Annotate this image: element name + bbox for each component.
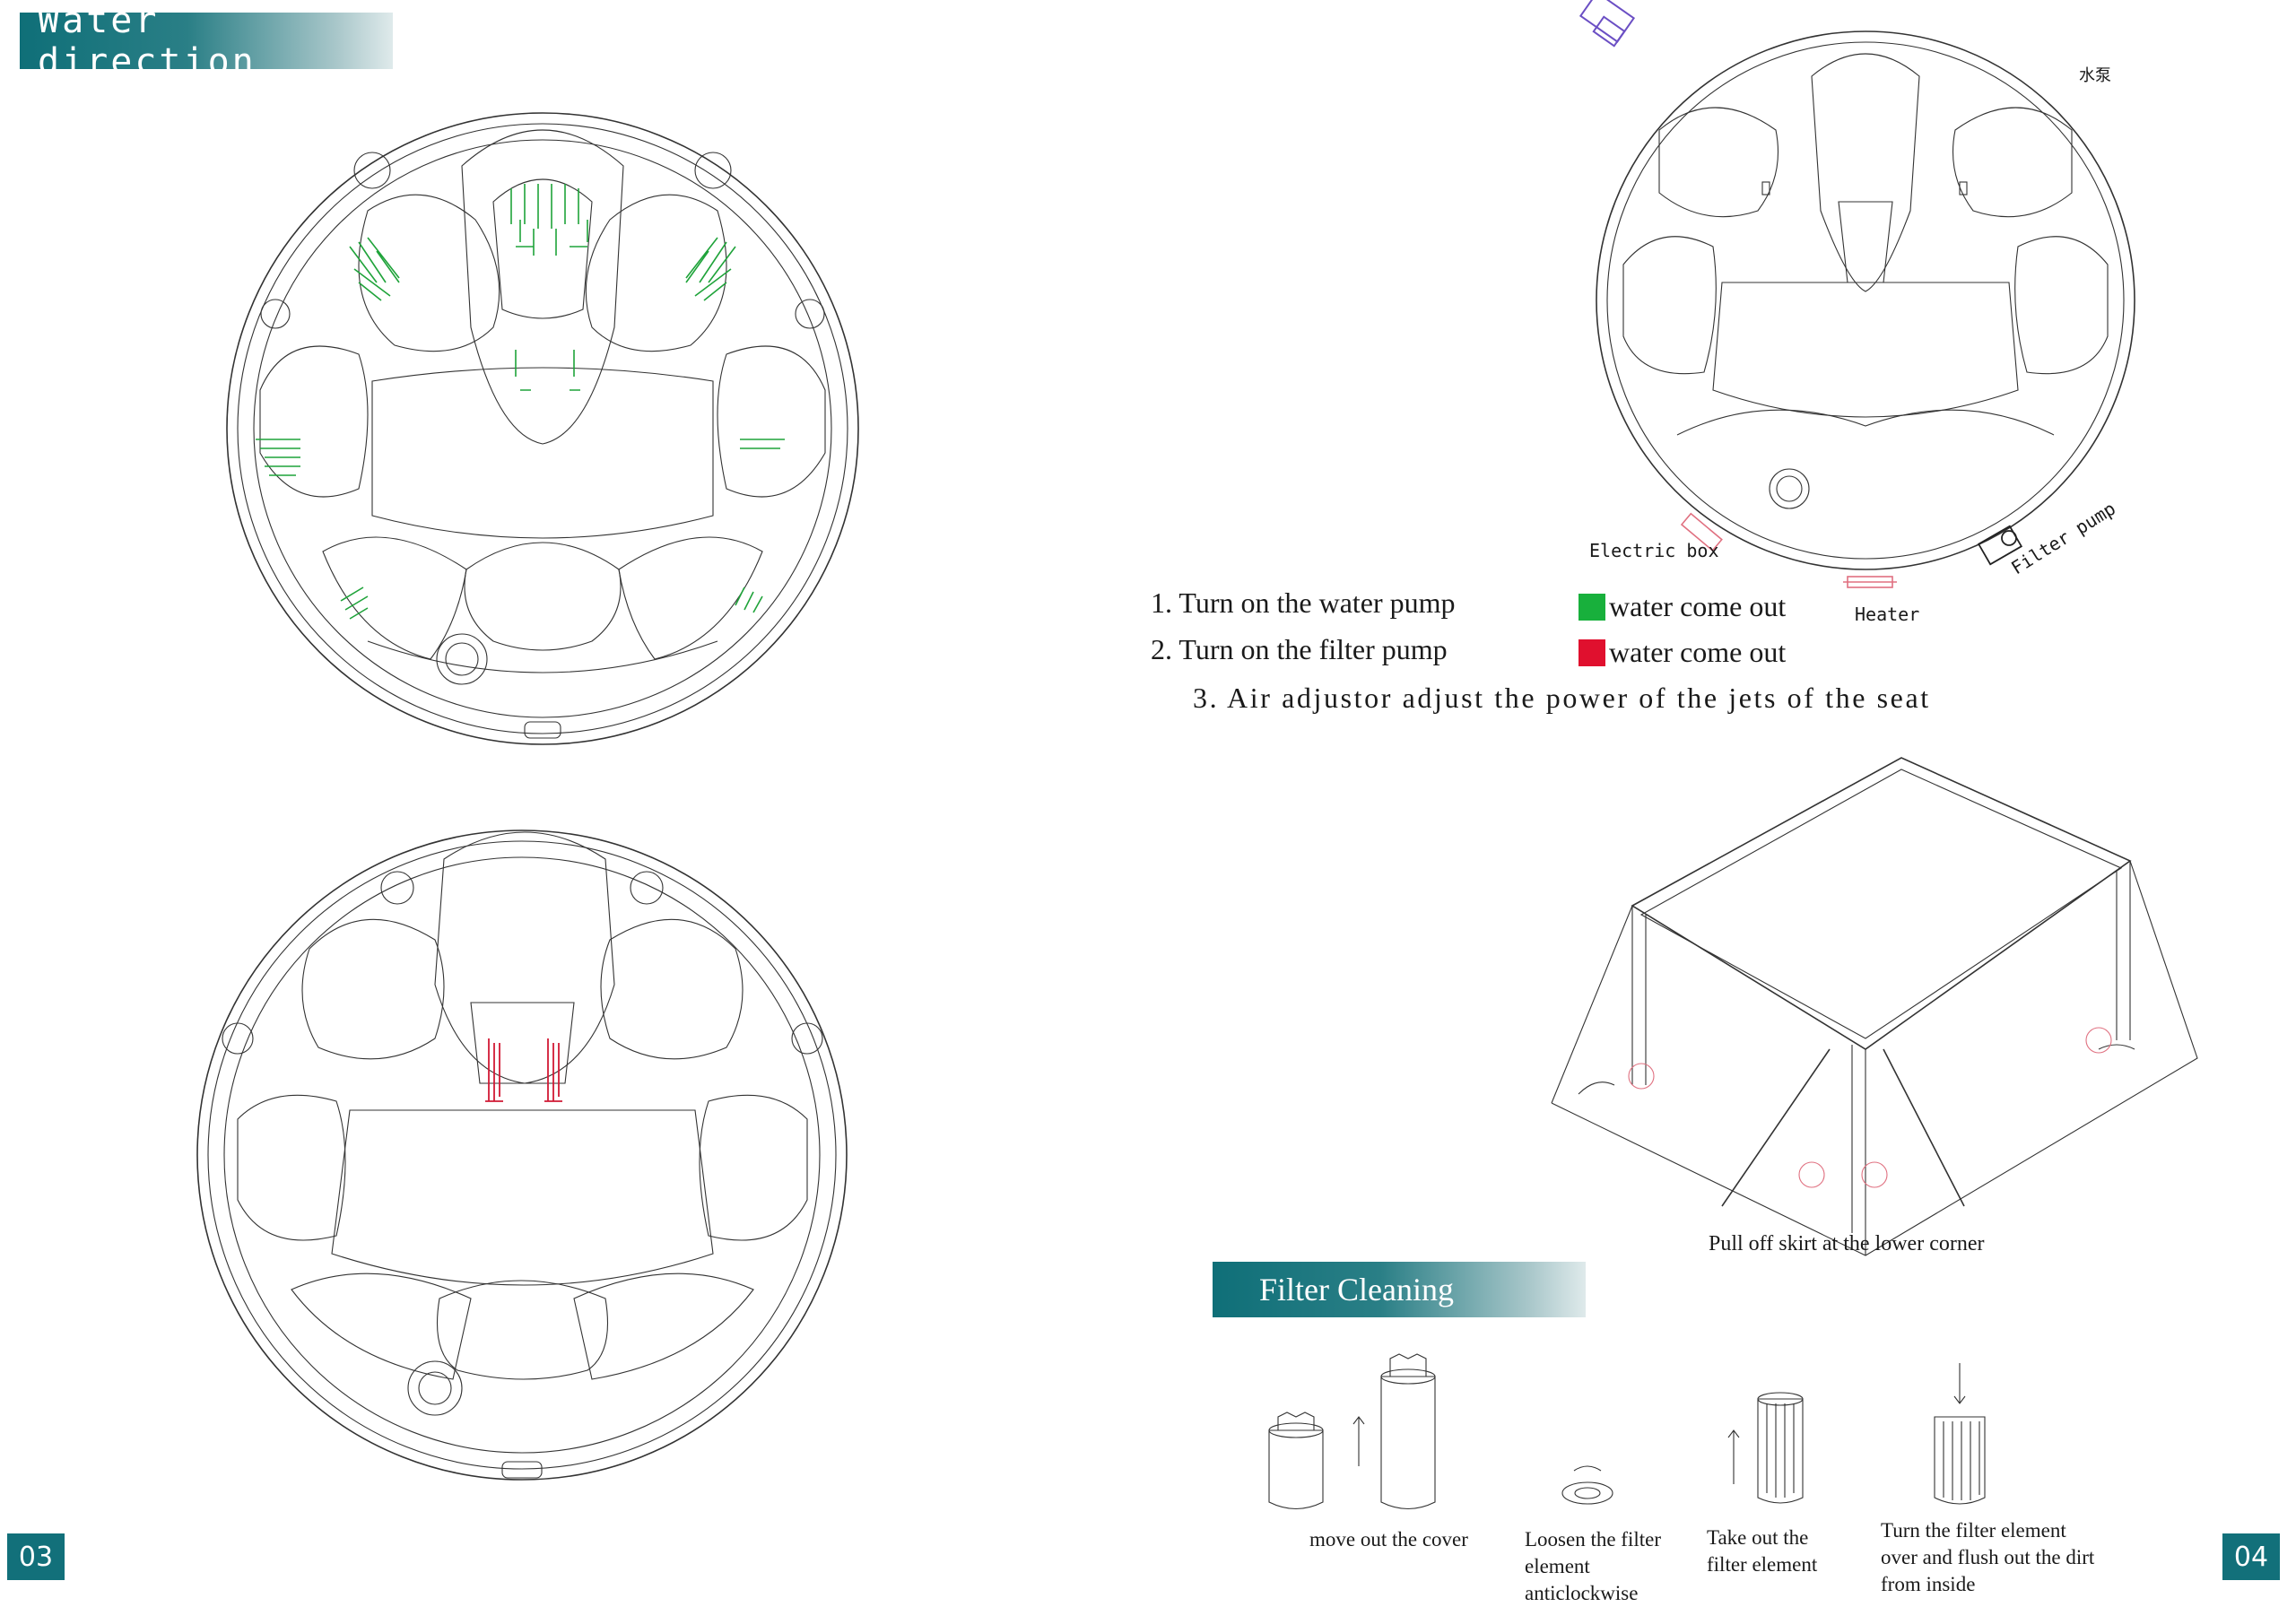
spa-filter-pump-diagram <box>196 830 848 1481</box>
filter-flush-illustration <box>1934 1363 1986 1505</box>
step-3-number: 3. <box>1193 682 1220 714</box>
page-number-right: 04 <box>2222 1533 2280 1580</box>
filter-step-3-line-1: Take out the <box>1707 1526 1809 1549</box>
heater-label: Heater <box>1855 604 1920 625</box>
step-2-number: 2. <box>1151 633 1172 665</box>
step-1-text: Turn on the water pump <box>1178 586 1456 619</box>
green-swatch <box>1578 593 1605 621</box>
filter-step-2-line-2: element <box>1525 1555 1590 1577</box>
filter-takeout-illustration <box>1727 1392 1804 1504</box>
filter-cover-illustration <box>1268 1353 1436 1509</box>
legend-green: water come out <box>1578 590 1786 623</box>
filter-step-2-caption: Loosen the filter element anticlockwise <box>1525 1526 1661 1607</box>
filter-step-3-caption: Take out the filter element <box>1707 1524 1817 1578</box>
step-1: 1. Turn on the water pump <box>1151 586 1456 620</box>
legend-green-text: water come out <box>1609 590 1787 622</box>
legend-red-text: water come out <box>1609 636 1787 668</box>
filter-step-3-line-2: filter element <box>1707 1553 1818 1576</box>
step-3-text: Air adjustor adjust the power of the jet… <box>1227 682 1931 714</box>
filter-step-2-line-3: anticlockwise <box>1525 1582 1639 1604</box>
filter-step-4-line-1: Turn the filter element <box>1881 1519 2066 1542</box>
step-2-text: Turn on the filter pump <box>1178 633 1448 665</box>
step-1-number: 1. <box>1151 586 1172 619</box>
filter-step-2-line-1: Loosen the filter <box>1525 1528 1662 1551</box>
legend-red: water come out <box>1578 636 1786 669</box>
skirt-caption: Pull off skirt at the lower corner <box>1709 1232 1985 1255</box>
water-pump-label: 水泵 <box>2079 66 2111 85</box>
filter-step-4-line-2: over and flush out the dirt <box>1881 1546 2095 1568</box>
water-direction-header: Water direction <box>20 0 393 83</box>
filter-step-1-line: move out the cover <box>1309 1528 1468 1551</box>
filter-step-4-caption: Turn the filter element over and flush o… <box>1881 1517 2094 1598</box>
spa-water-pump-diagram <box>226 112 859 745</box>
filter-loosen-illustration <box>1561 1465 1613 1505</box>
red-swatch <box>1578 638 1605 666</box>
step-3: 3. Air adjustor adjust the power of the … <box>1193 682 1931 715</box>
filter-step-4-line-3: from inside <box>1881 1573 1976 1595</box>
filter-step-1-caption: move out the cover <box>1309 1526 1468 1553</box>
spa-components-diagram <box>1578 0 2135 588</box>
page-number-left: 03 <box>7 1533 65 1580</box>
filter-cleaning-header: Filter Cleaning <box>1213 1262 1586 1317</box>
electric-box-label: Electric box <box>1589 540 1719 561</box>
skirt-removal-diagram <box>1551 757 2198 1256</box>
step-2: 2. Turn on the filter pump <box>1151 633 1448 666</box>
